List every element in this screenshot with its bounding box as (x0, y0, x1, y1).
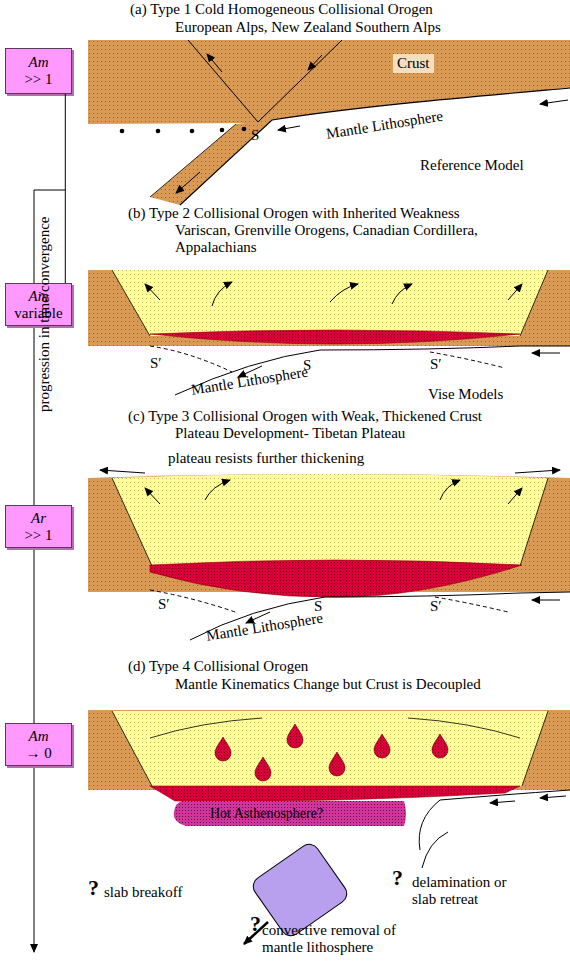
box-symbol: Hot Asthenosphere? (172, 806, 323, 822)
annotation: plateau resists further thickening (168, 450, 364, 467)
annotation: slab breakoff (104, 884, 182, 901)
box-value: → 0 (25, 745, 51, 762)
unit-label: Crust (393, 54, 434, 73)
panel-title: (b) Type 2 Collisional Orogen with Inher… (128, 205, 460, 222)
axis-label: progression in time/convergence (36, 217, 53, 413)
unit-label: Mantle Lithosphere (325, 108, 444, 143)
panel-subtitle: Variscan, Grenville Orogens, Canadian Co… (175, 222, 520, 256)
panel-b-section (88, 270, 570, 395)
box-value: >> 1 (24, 527, 52, 544)
panel-a-section (88, 40, 570, 205)
shear-zone-label: S′ (150, 355, 162, 372)
shear-zone-label: S′ (158, 596, 170, 613)
box-value: >> 1 (24, 71, 52, 88)
ratio-box: Ar>> 1 (5, 505, 72, 548)
panel-title: (a) Type 1 Cold Homogeneous Collisional … (130, 1, 433, 18)
shear-zone-label: S′ (430, 598, 442, 615)
asthenosphere-band: Hot Asthenosphere? (172, 800, 408, 827)
shear-zone-label: S (251, 127, 259, 144)
box-symbol: Ar (31, 510, 46, 527)
panel-c-section (88, 470, 570, 640)
box-symbol: Am (29, 728, 49, 745)
panel-subtitle: European Alps, New Zealand Southern Alps (175, 19, 441, 36)
panel-title: (d) Type 4 Collisional Orogen (128, 658, 308, 675)
box-symbol: Am (29, 54, 49, 71)
panel-subtitle: Plateau Development- Tibetan Plateau (175, 425, 405, 442)
annotation: convective removal of mantle lithosphere (262, 922, 402, 956)
shear-zone-label: S′ (430, 356, 442, 373)
connector-line (65, 94, 66, 283)
annotation: delamination or slab retreat (412, 874, 527, 908)
ratio-box: Am→ 0 (5, 723, 72, 766)
panel-subtitle: Mantle Kinematics Change but Crust is De… (175, 676, 481, 693)
bracket-line (34, 190, 65, 191)
question-mark: ? (392, 866, 403, 890)
unit-label: Mantle Lithosphere (190, 364, 309, 399)
question-mark: ? (88, 876, 99, 900)
model-label: Reference Model (420, 157, 524, 174)
model-label: Vise Models (428, 386, 503, 403)
panel-d-section (88, 710, 570, 944)
ratio-box: Am>> 1 (5, 48, 72, 94)
question-mark: ? (250, 912, 261, 936)
panel-title: (c) Type 3 Collisional Orogen with Weak,… (128, 408, 482, 425)
